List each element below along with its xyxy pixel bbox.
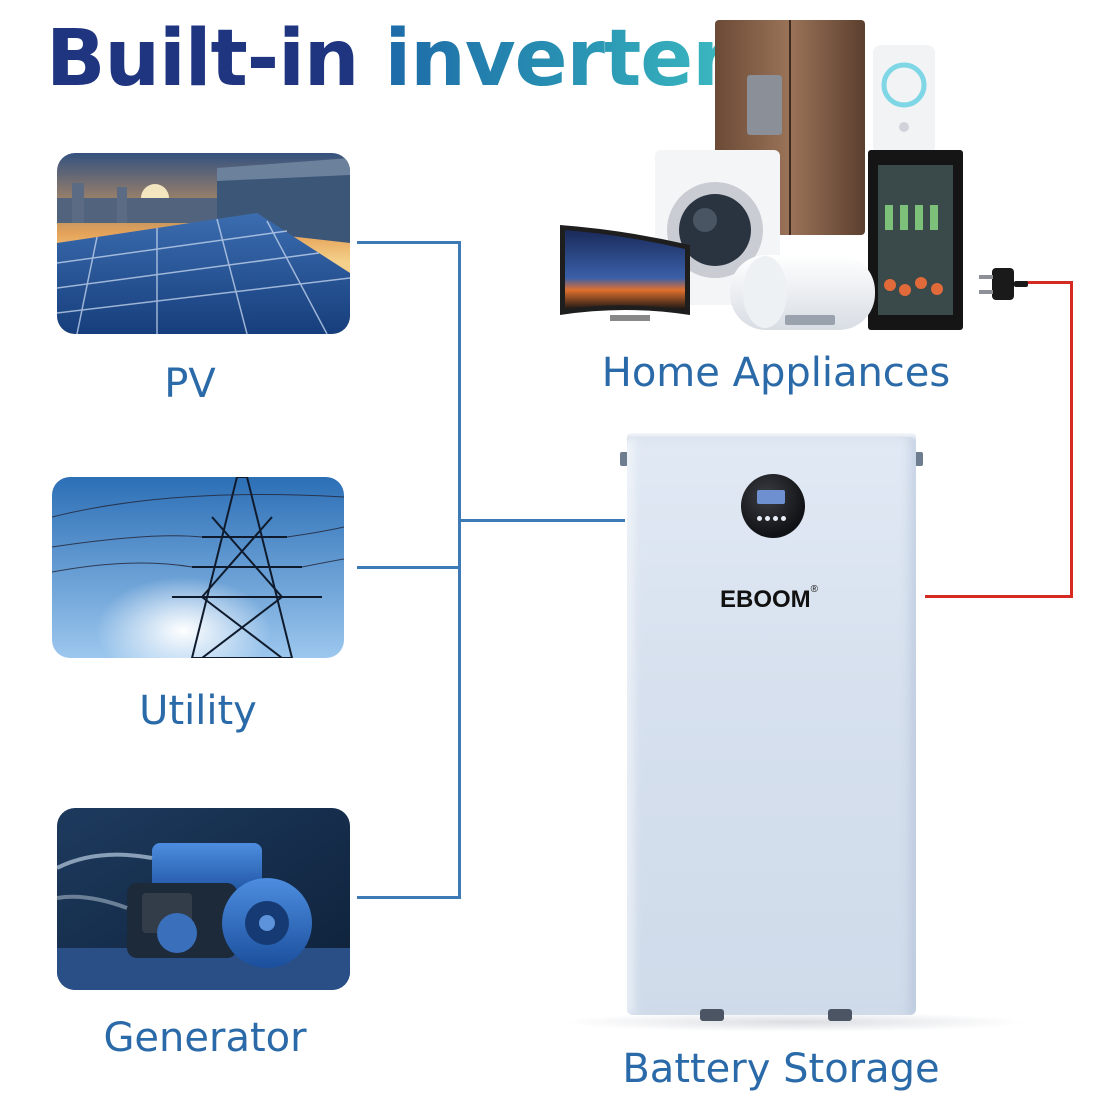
title-word-inverter: inverter — [384, 14, 731, 104]
pv-image — [57, 153, 350, 334]
plug-icon — [992, 268, 1014, 300]
pv-connector-line — [357, 241, 461, 244]
bus-line — [458, 241, 461, 899]
battery-storage-label: Battery Storage — [622, 1046, 940, 1092]
appliances-icon — [560, 20, 963, 330]
battery-display — [741, 474, 805, 538]
battery-button-1 — [757, 516, 762, 521]
brand-name: EBOOM — [720, 586, 811, 613]
utility-connector-line — [357, 566, 461, 569]
battery-foot-right — [828, 1009, 852, 1021]
battery-button-3 — [773, 516, 778, 521]
battery-button-4 — [781, 516, 786, 521]
generator-image — [57, 808, 350, 990]
brand-logo: EBOOM® — [720, 584, 819, 614]
battery-shadow — [560, 1012, 1030, 1032]
plug-prong-top — [979, 275, 993, 279]
solar-panel-icon — [57, 153, 350, 334]
page-title: Built-in inverter — [46, 20, 731, 98]
home-appliances-image — [555, 15, 970, 335]
battery-mount-left — [620, 452, 628, 466]
title-word-built-in: Built-in — [46, 14, 359, 104]
home-appliances-label: Home Appliances — [601, 350, 951, 396]
utility-image — [52, 477, 344, 658]
pv-label: PV — [164, 361, 216, 407]
battery-input-line — [458, 519, 625, 522]
battery-output-line — [925, 595, 1073, 598]
battery-button-2 — [765, 516, 770, 521]
battery-foot-left — [700, 1009, 724, 1021]
plug-prong-bottom — [979, 290, 993, 294]
battery-lcd-screen — [757, 490, 785, 504]
generator-label: Generator — [103, 1015, 307, 1061]
output-vertical-line — [1070, 281, 1073, 598]
plug-cable-stub — [1014, 281, 1028, 287]
plug-cable-line — [1026, 281, 1073, 284]
generator-icon — [57, 808, 350, 990]
power-tower-icon — [52, 477, 344, 658]
generator-connector-line — [357, 896, 461, 899]
battery-mount-right — [915, 452, 923, 466]
brand-registered-mark: ® — [810, 584, 819, 595]
utility-label: Utility — [139, 688, 257, 734]
